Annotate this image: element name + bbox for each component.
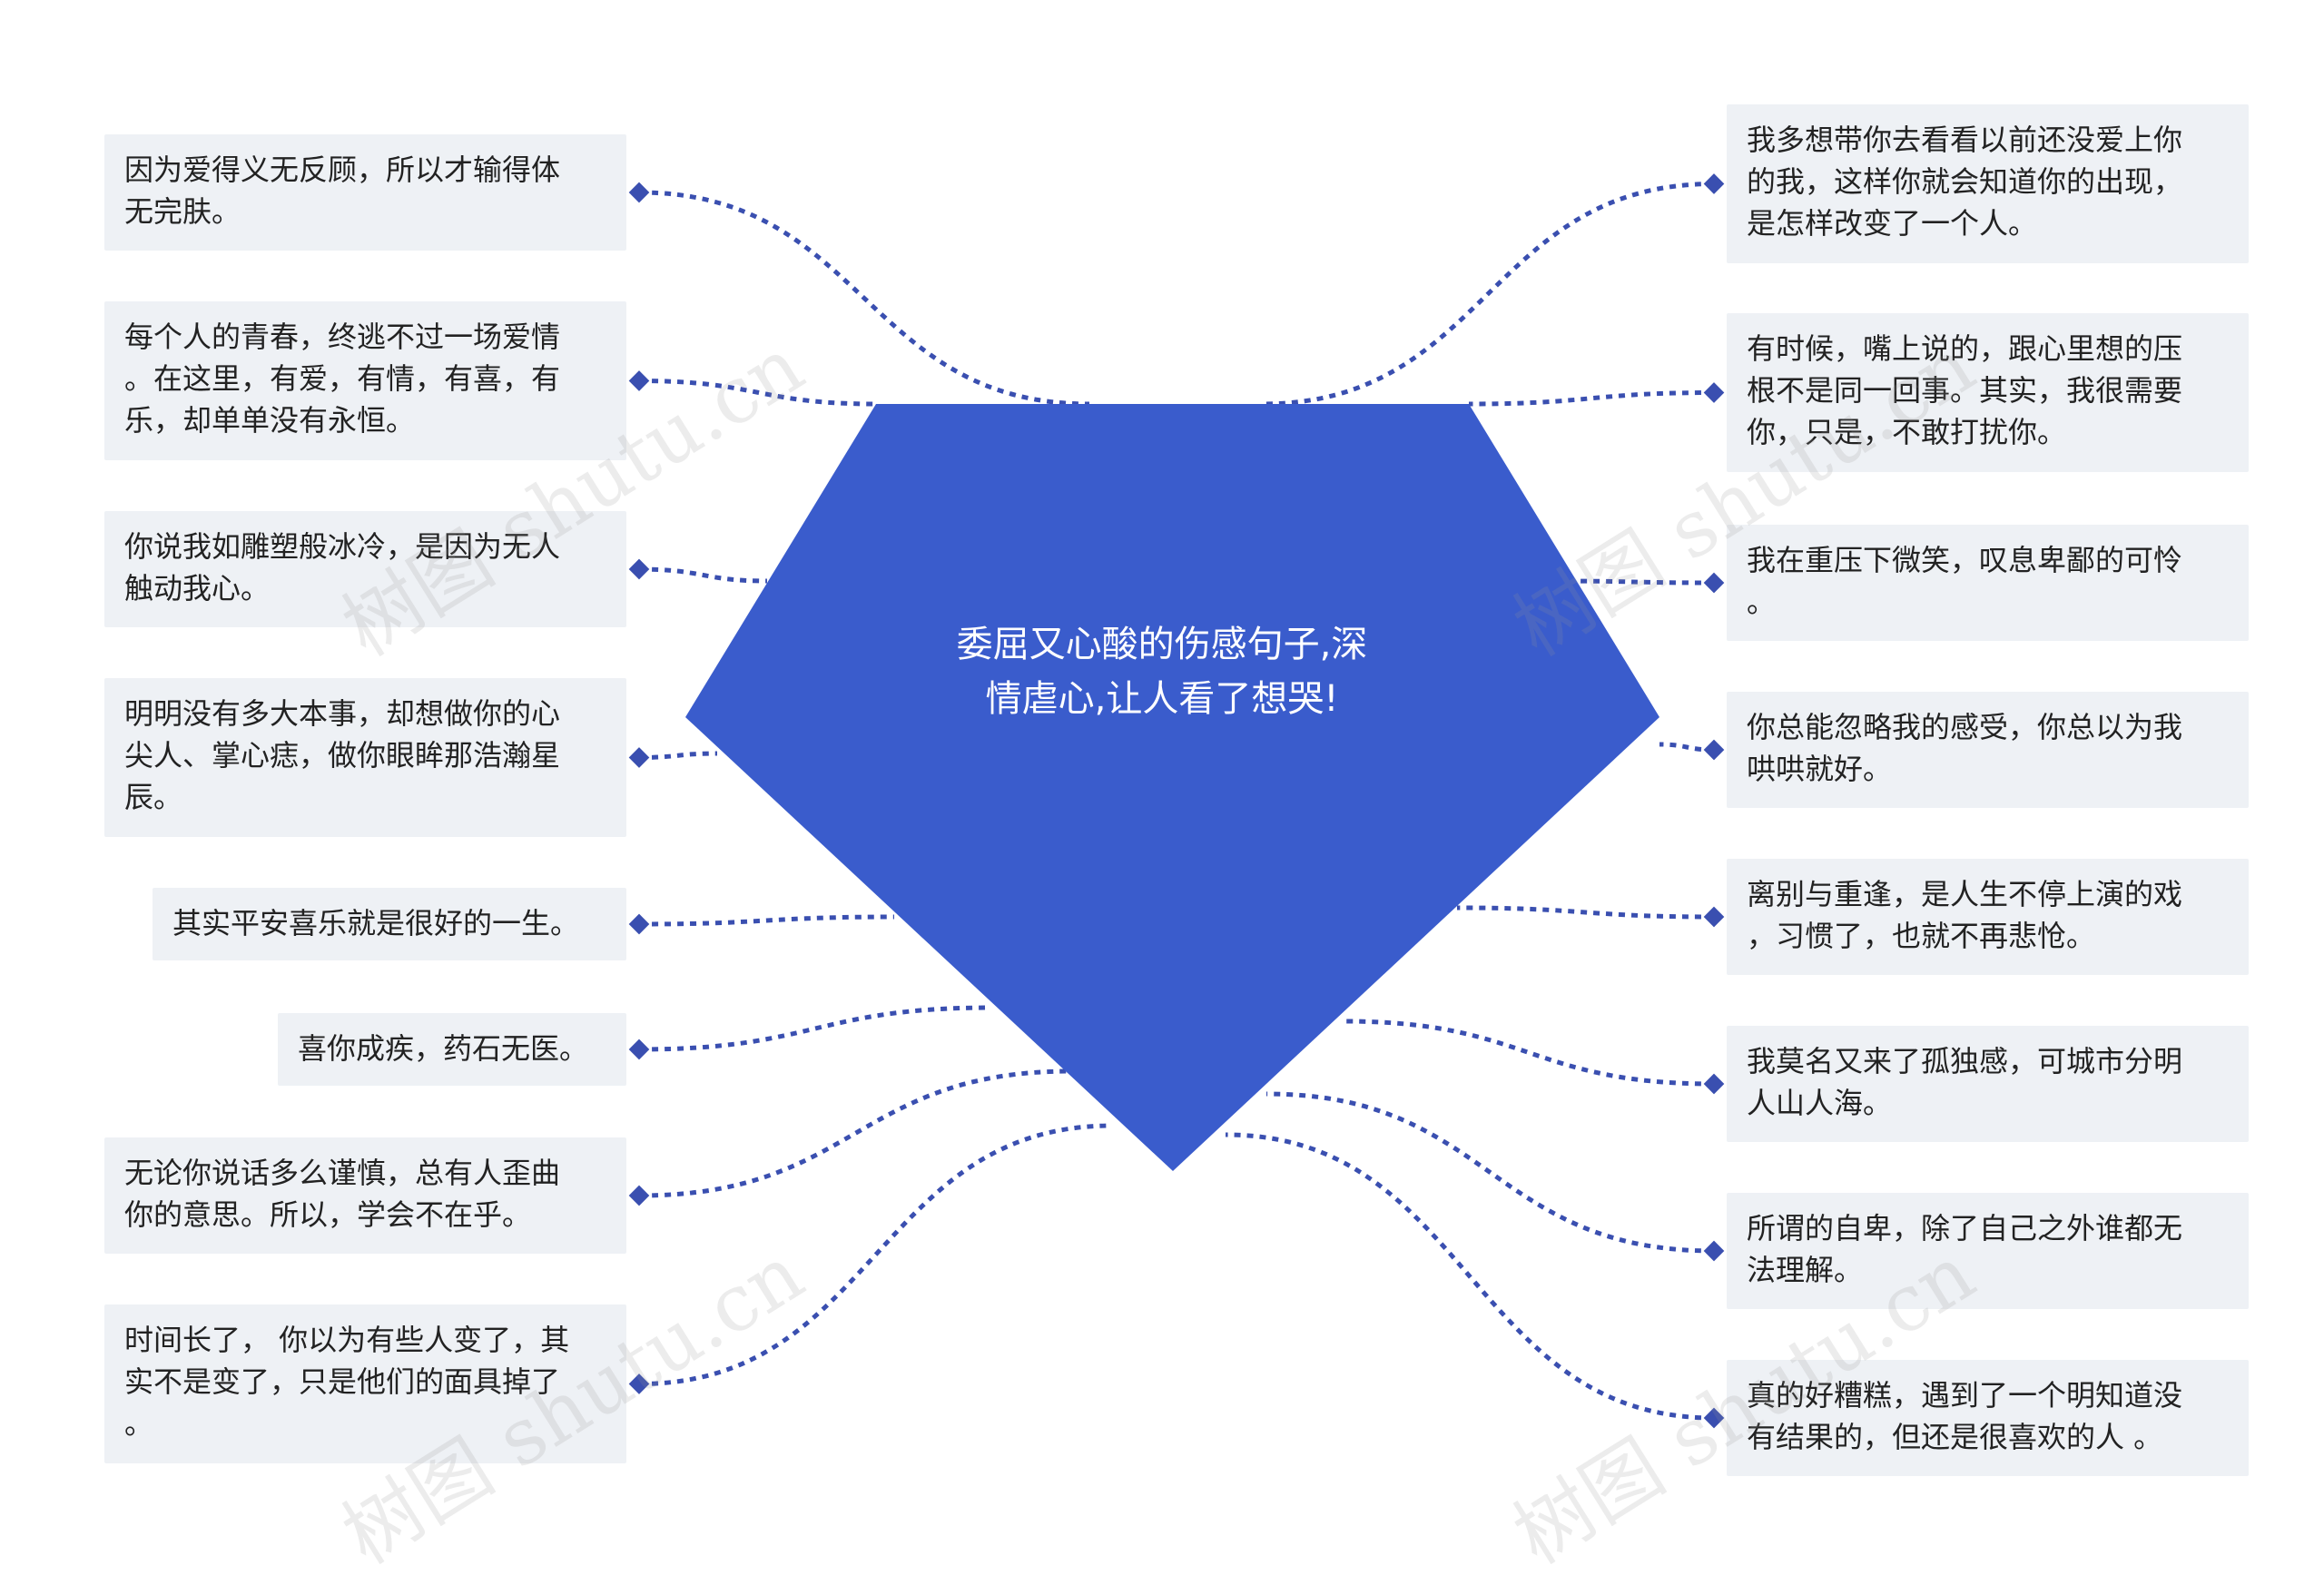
left-connector-dot <box>628 1185 650 1206</box>
left-connector-line <box>638 566 768 584</box>
right-connector-dot <box>1703 906 1725 928</box>
left-connector-dot <box>628 1373 650 1394</box>
right-topic-text: 我在重压下微笑，叹息卑鄙的可怜 。 <box>1747 543 2183 619</box>
right-connector-line <box>1265 1091 1715 1254</box>
connector-lines <box>638 182 1715 1421</box>
right-topic-text: 离别与重逢，是人生不停上演的戏 ，习惯了，也就不再悲怆。 <box>1747 877 2183 953</box>
left-connector-line <box>638 751 718 760</box>
left-topic-text: 时间长了， 你以为有些人变了，其 实不是变了，只是他们的面具掉了 。 <box>124 1323 570 1441</box>
left-connector-line <box>638 1005 992 1052</box>
right-topic-text: 你总能忽略我的感受，你总以为我 哄哄就好。 <box>1747 710 2183 786</box>
right-topic-node[interactable]: 真的好糟糕，遇到了一个明知道没 有结果的，但还是很喜欢的人 。 <box>1727 1360 2249 1476</box>
center-title: 委屈又心酸的伤感句子,深 情虐心,让人看了想哭! <box>956 624 1368 720</box>
left-topic-text: 每个人的青春，终逃不过一场爱情 。在这里，有爱，有情，有喜，有 乐，却单单没有永… <box>124 320 561 438</box>
left-topic-node[interactable]: 时间长了， 你以为有些人变了，其 实不是变了，只是他们的面具掉了 。 <box>104 1304 626 1463</box>
left-connector-line <box>638 1068 1072 1198</box>
left-connector-dot <box>628 370 650 391</box>
left-topic-text: 因为爱得义无反顾，所以才输得体 无完肤。 <box>124 153 561 229</box>
right-connector-line <box>1551 578 1715 586</box>
left-connector-dot <box>628 558 650 580</box>
right-connector-dot <box>1703 739 1725 761</box>
right-topic-text: 我多想带你去看看以前还没爱上你 的我，这样你就会知道你的出现， 是怎样改变了一个… <box>1747 123 2183 241</box>
right-topic-text: 我莫名又来了孤独感，可城市分明 人山人海。 <box>1747 1044 2183 1120</box>
left-topic-node[interactable]: 因为爱得义无反顾，所以才输得体 无完肤。 <box>104 134 626 251</box>
left-connector-dot <box>628 747 650 768</box>
left-topic-node[interactable]: 每个人的青春，终逃不过一场爱情 。在这里，有爱，有情，有喜，有 乐，却单单没有永… <box>104 301 626 460</box>
right-topic-text: 有时候，嘴上说的，跟心里想的压 根不是同一回事。其实，我很需要 你，只是，不敢打… <box>1747 331 2183 449</box>
left-topic-text: 无论你说话多么谨慎，总有人歪曲 你的意思。所以，学会不在乎。 <box>124 1156 561 1232</box>
right-connector-dot <box>1703 1407 1725 1429</box>
left-connector-line <box>638 190 1090 407</box>
right-connector-line <box>1468 390 1715 407</box>
left-topic-node[interactable]: 喜你成疾，药石无医。 <box>278 1013 626 1086</box>
left-topic-node[interactable]: 其实平安喜乐就是很好的一生。 <box>153 888 626 960</box>
right-connector-line <box>1261 182 1715 407</box>
left-connector-line <box>638 379 877 407</box>
right-connector-line <box>1456 905 1715 920</box>
left-topic-text: 喜你成疾，药石无医。 <box>298 1031 589 1066</box>
left-topic-text: 明明没有多大本事，却想做你的心 尖人、掌心痣，做你眼眸那浩瀚星 辰。 <box>124 696 561 814</box>
right-connector-dot <box>1703 382 1725 403</box>
right-topic-node[interactable]: 我在重压下微笑，叹息卑鄙的可怜 。 <box>1727 525 2249 641</box>
right-connector-dot <box>1703 572 1725 594</box>
center-pentagon[interactable] <box>685 404 1659 1171</box>
left-topic-node[interactable]: 你说我如雕塑般冰冷，是因为无人 触动我心。 <box>104 511 626 627</box>
left-topic-node[interactable]: 明明没有多大本事，却想做你的心 尖人、掌心痣，做你眼眸那浩瀚星 辰。 <box>104 678 626 837</box>
right-topic-node[interactable]: 你总能忽略我的感受，你总以为我 哄哄就好。 <box>1727 692 2249 808</box>
left-connector-dot <box>628 1039 650 1060</box>
right-topic-node[interactable]: 所谓的自卑，除了自己之外谁都无 法理解。 <box>1727 1193 2249 1309</box>
right-topic-text: 所谓的自卑，除了自己之外谁都无 法理解。 <box>1747 1211 2183 1287</box>
right-connector-line <box>1659 742 1715 753</box>
left-topic-text: 其实平安喜乐就是很好的一生。 <box>172 906 580 940</box>
left-connector-line <box>638 914 895 927</box>
right-connector-line <box>1225 1132 1715 1421</box>
right-connector-dot <box>1703 1073 1725 1095</box>
right-connector-dot <box>1703 1240 1725 1262</box>
left-topic-text: 你说我如雕塑般冰冷，是因为无人 触动我心。 <box>124 529 561 605</box>
right-topic-text: 真的好糟糕，遇到了一个明知道没 有结果的，但还是很喜欢的人 。 <box>1747 1378 2183 1454</box>
left-connector-line <box>638 1123 1113 1386</box>
right-topic-node[interactable]: 离别与重逢，是人生不停上演的戏 ，习惯了，也就不再悲怆。 <box>1727 859 2249 975</box>
left-topic-node[interactable]: 无论你说话多么谨慎，总有人歪曲 你的意思。所以，学会不在乎。 <box>104 1137 626 1254</box>
left-connector-dot <box>628 182 650 203</box>
left-connector-dot <box>628 913 650 935</box>
right-topic-node[interactable]: 我莫名又来了孤独感，可城市分明 人山人海。 <box>1727 1026 2249 1142</box>
right-topic-node[interactable]: 我多想带你去看看以前还没爱上你 的我，这样你就会知道你的出现， 是怎样改变了一个… <box>1727 104 2249 263</box>
right-connector-line <box>1343 1019 1715 1087</box>
right-topic-node[interactable]: 有时候，嘴上说的，跟心里想的压 根不是同一回事。其实，我很需要 你，只是，不敢打… <box>1727 313 2249 472</box>
right-connector-dot <box>1703 173 1725 194</box>
